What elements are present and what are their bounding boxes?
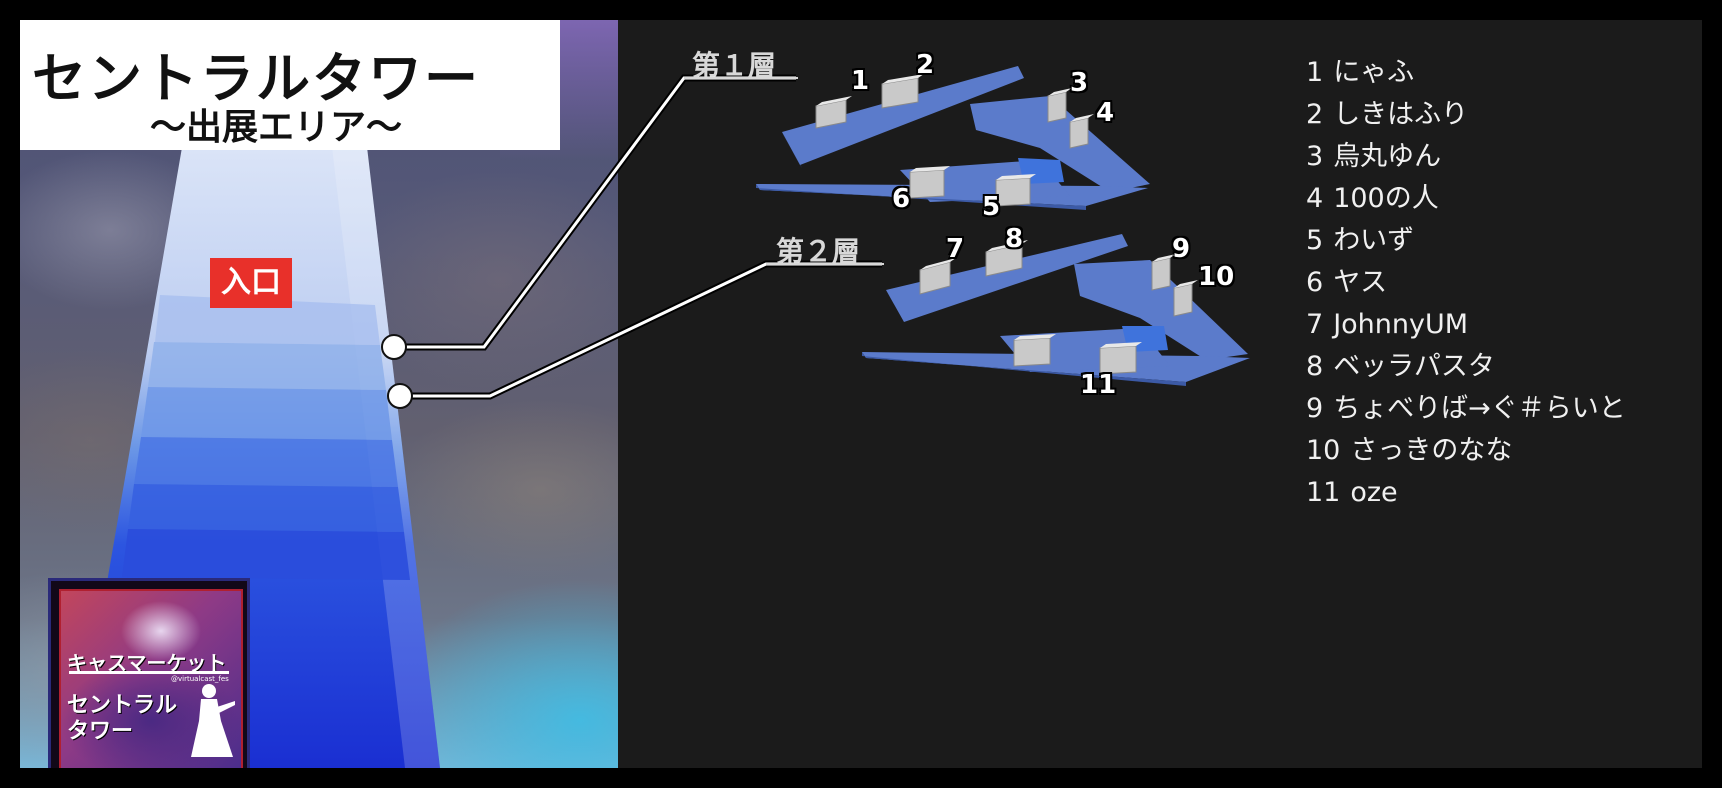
floor1-plan xyxy=(756,66,1150,210)
booth-number: 1 xyxy=(851,66,870,96)
booth-number: 5 xyxy=(982,192,1001,222)
logo-handle: @virtualcast_fes xyxy=(171,675,229,683)
booth-number: 3 xyxy=(1070,68,1089,98)
floor2-label: 第２層 xyxy=(776,235,861,268)
floor2-plan xyxy=(862,234,1250,386)
leader-line-floor1 xyxy=(394,74,796,351)
page-subtitle: ～出展エリア～ xyxy=(150,106,403,148)
booth-number: 11 xyxy=(1080,370,1117,400)
booth-number: 10 xyxy=(1198,262,1235,292)
logo-text-line3: タワー xyxy=(67,718,134,744)
tower-photo: セントラルタワー ～出展エリア～ 入口 キャスマーケット @virtualcas… xyxy=(20,20,618,768)
title-box: セントラルタワー ～出展エリア～ xyxy=(20,20,560,150)
booth-number: 9 xyxy=(1172,234,1191,264)
page-title: セントラルタワー xyxy=(32,46,480,110)
floor1-marker xyxy=(381,334,407,360)
floor1-label-underline xyxy=(684,77,798,79)
entrance-label: 入口 xyxy=(210,258,292,308)
floor1-label: 第１層 xyxy=(692,49,777,82)
leader-line-floor2 xyxy=(400,260,882,400)
logo-text-line2: セントラル xyxy=(67,692,178,718)
booth-number: 6 xyxy=(892,184,911,214)
booth-number: 7 xyxy=(946,234,965,264)
floor2-label-underline xyxy=(766,263,884,265)
booth-number: 8 xyxy=(1005,224,1024,254)
logo-underline xyxy=(69,671,229,674)
character-silhouette-icon xyxy=(191,684,235,757)
floor2-marker xyxy=(387,383,413,409)
booth-number: 4 xyxy=(1096,98,1115,128)
booth-number: 2 xyxy=(916,50,935,80)
event-logo-badge: キャスマーケット @virtualcast_fes セントラル タワー xyxy=(48,578,250,768)
